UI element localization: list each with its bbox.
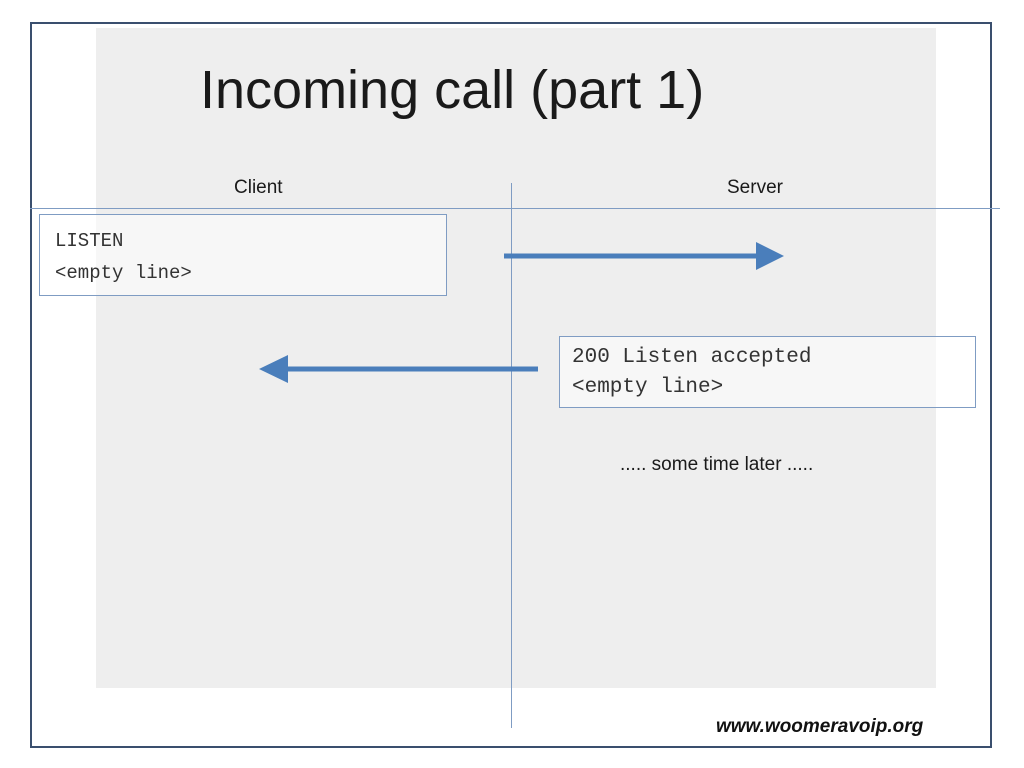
arrow-server-to-client: [259, 355, 538, 383]
server-message-line: 200 Listen accepted: [572, 346, 812, 369]
client-message-line: <empty line>: [55, 262, 192, 284]
server-column-label: Server: [727, 177, 783, 198]
slide-title: Incoming call (part 1): [200, 60, 705, 120]
client-column-label: Client: [234, 177, 283, 198]
slide-frame: [30, 22, 992, 748]
arrow-client-to-server: [504, 242, 784, 270]
column-divider: [511, 183, 512, 728]
server-message-box: 200 Listen accepted <empty line>: [559, 336, 976, 408]
footer-url: www.woomeravoip.org: [716, 716, 924, 737]
client-message-line: LISTEN: [55, 230, 124, 252]
header-divider: [30, 208, 1000, 209]
client-message-box: LISTEN <empty line>: [39, 214, 447, 296]
server-message-line: <empty line>: [572, 376, 724, 399]
time-note: ..... some time later .....: [620, 454, 814, 475]
